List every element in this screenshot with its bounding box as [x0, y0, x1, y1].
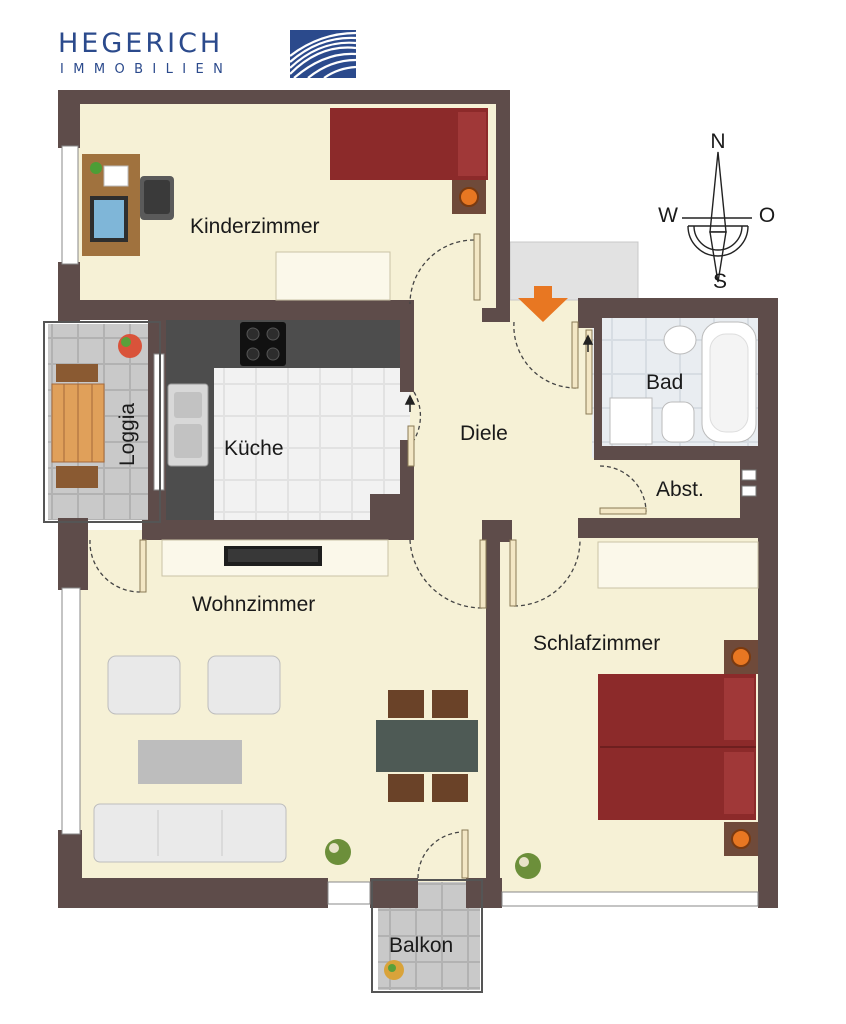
washing-machine-icon	[609, 397, 653, 445]
door-swings	[89, 239, 647, 879]
papers	[103, 165, 129, 187]
window-schlafzimmer	[501, 891, 759, 907]
label-loggia: Loggia	[116, 403, 139, 466]
label-diele: Diele	[460, 422, 508, 445]
brand-subtitle: IMMOBILIEN	[60, 62, 233, 77]
label-bad: Bad	[646, 371, 683, 394]
compass-east: O	[759, 204, 775, 227]
vent	[741, 485, 757, 497]
washbasin-icon	[663, 325, 697, 355]
plant-icon	[515, 853, 541, 879]
dining-chair	[388, 774, 424, 802]
sofa	[93, 803, 287, 863]
compass-north: N	[710, 130, 725, 153]
wardrobe	[275, 251, 391, 301]
window-wohnzimmer	[61, 587, 81, 835]
label-balkon: Balkon	[389, 934, 453, 957]
toilet-icon	[661, 401, 695, 443]
cooktop-icon	[240, 322, 286, 366]
loggia-railing	[43, 321, 161, 523]
door-arrows	[404, 334, 594, 412]
plant-icon	[90, 162, 102, 174]
plant-icon	[325, 839, 351, 865]
room-labels: Kinderzimmer Küche Loggia Diele Bad Abst…	[116, 215, 704, 957]
armchair	[207, 655, 281, 715]
compass-south: S	[713, 270, 727, 293]
wohnzimmer-furniture	[93, 539, 478, 865]
compass-icon: N S W O	[658, 130, 775, 293]
lamp-icon	[731, 829, 751, 849]
kinderzimmer-furniture	[82, 108, 488, 301]
landing	[509, 241, 639, 301]
dining-chair	[432, 690, 468, 718]
coffee-table	[138, 740, 242, 784]
loggia-chair	[56, 364, 98, 382]
lamp-icon	[459, 187, 479, 207]
window-kinderzimmer	[61, 145, 79, 265]
bathroom-fixtures	[609, 321, 757, 445]
armchair	[107, 655, 181, 715]
brand-mark-icon	[290, 30, 356, 78]
window-balkon	[327, 881, 371, 905]
label-kueche: Küche	[224, 437, 284, 460]
schlafzimmer-furniture	[515, 541, 759, 879]
dining-chair	[432, 774, 468, 802]
entrance-arrow-icon	[518, 286, 568, 322]
lamp-icon	[731, 647, 751, 667]
label-abstellraum: Abst.	[656, 478, 704, 501]
label-wohnzimmer: Wohnzimmer	[192, 593, 315, 616]
plant-icon	[118, 334, 142, 358]
vent	[741, 469, 757, 481]
loggia-chair	[56, 466, 98, 488]
wardrobe	[597, 541, 759, 589]
brand-name: HEGERICH	[58, 28, 224, 59]
label-kinderzimmer: Kinderzimmer	[190, 215, 320, 238]
dining-chair	[388, 690, 424, 718]
balkon-railing	[371, 879, 483, 993]
door-leaves	[139, 233, 647, 879]
compass-west: W	[658, 204, 678, 227]
kitchen-furniture	[166, 320, 400, 520]
loggia-furniture	[51, 334, 142, 488]
dining-table	[376, 720, 478, 772]
label-schlafzimmer: Schlafzimmer	[533, 632, 660, 655]
brand-logo: HEGERICH IMMOBILIEN	[58, 28, 358, 80]
